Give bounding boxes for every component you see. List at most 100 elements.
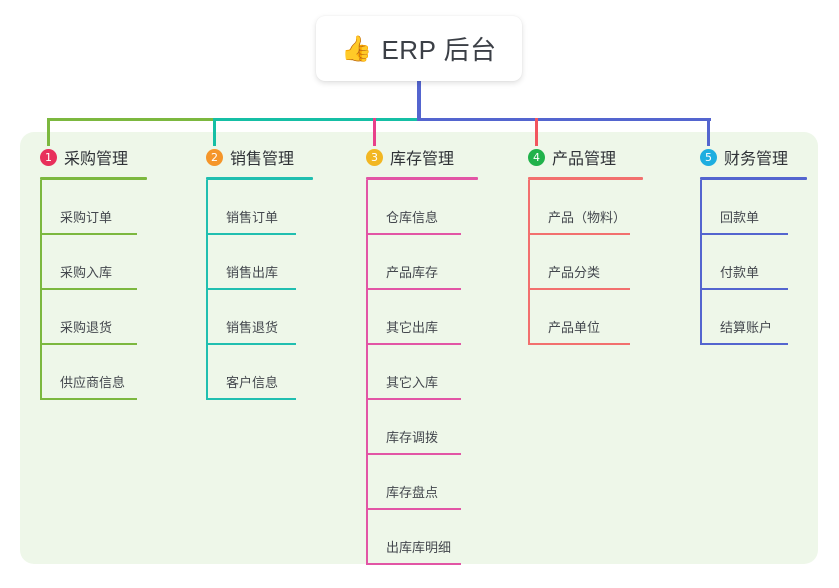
leaf-rule: [206, 398, 296, 400]
leaf-rule: [700, 233, 788, 235]
leaf-item[interactable]: 其它出库: [366, 290, 478, 345]
column-rule-5: [700, 177, 807, 180]
column-title-4: 产品管理: [552, 151, 617, 168]
leaf-rule: [206, 233, 296, 235]
bar-segment-teal: [213, 118, 421, 121]
leaf-label: 产品单位: [548, 320, 601, 335]
leaf-item[interactable]: 产品（物料）: [528, 180, 643, 235]
column-3: 3 库存管理仓库信息产品库存其它出库其它入库库存调拨库存盘点出库库明细: [366, 144, 478, 565]
root-title: ERP 后台: [381, 35, 497, 65]
column-badge-5: 5: [700, 148, 717, 166]
leaf-item[interactable]: 库存调拨: [366, 400, 478, 455]
leaf-list-2: 销售订单销售出库销售退货客户信息: [206, 180, 313, 400]
leaf-label: 回款单: [720, 210, 760, 225]
leaf-rule: [528, 233, 630, 235]
leaf-item[interactable]: 客户信息: [206, 345, 313, 400]
leaf-label: 客户信息: [226, 375, 279, 390]
column-header-2[interactable]: 2 销售管理: [206, 144, 313, 170]
column-2: 2 销售管理销售订单销售出库销售退货客户信息: [206, 144, 313, 400]
diagram-panel: [20, 132, 818, 564]
column-badge-2: 2: [206, 148, 223, 166]
leaf-item[interactable]: 销售出库: [206, 235, 313, 290]
column-badge-3: 3: [366, 148, 383, 166]
leaf-label: 其它出库: [386, 320, 439, 335]
root-node[interactable]: 👍 ERP 后台: [316, 16, 522, 81]
leaf-rule: [206, 288, 296, 290]
leaf-label: 产品库存: [386, 265, 439, 280]
leaf-rule: [206, 343, 296, 345]
column-stub-3: [373, 118, 376, 146]
column-badge-1: 1: [40, 148, 57, 166]
column-header-3[interactable]: 3 库存管理: [366, 144, 478, 170]
leaf-label: 采购订单: [60, 210, 113, 225]
leaf-item[interactable]: 销售退货: [206, 290, 313, 345]
column-rule-2: [206, 177, 313, 180]
leaf-rule: [366, 343, 461, 345]
leaf-label: 销售订单: [226, 210, 279, 225]
column-stub-5: [707, 118, 710, 146]
column-header-4[interactable]: 4 产品管理: [528, 144, 643, 170]
leaf-label: 销售退货: [226, 320, 279, 335]
column-title-1: 采购管理: [64, 151, 129, 168]
leaf-spine-1: [40, 180, 42, 400]
leaf-list-4: 产品（物料） 产品分类产品单位: [528, 180, 643, 345]
leaf-item[interactable]: 结算账户: [700, 290, 807, 345]
column-rule-1: [40, 177, 147, 180]
leaf-item[interactable]: 其它入库: [366, 345, 478, 400]
leaf-item[interactable]: 销售订单: [206, 180, 313, 235]
leaf-label: 销售出库: [226, 265, 279, 280]
leaf-item[interactable]: 库存盘点: [366, 455, 478, 510]
leaf-item[interactable]: 出库库明细: [366, 510, 478, 565]
column-1: 1 采购管理采购订单采购入库采购退货供应商信息: [40, 144, 147, 400]
leaf-rule: [366, 508, 461, 510]
leaf-rule: [700, 343, 788, 345]
column-stub-2: [213, 118, 216, 146]
leaf-rule: [528, 343, 630, 345]
leaf-rule: [40, 343, 137, 345]
leaf-label: 库存调拨: [386, 430, 439, 445]
leaf-spine-2: [206, 180, 208, 400]
column-title-3: 库存管理: [390, 151, 455, 168]
leaf-rule: [366, 398, 461, 400]
leaf-spine-3: [366, 180, 368, 565]
leaf-label: 仓库信息: [386, 210, 439, 225]
root-drop-wire: [417, 81, 421, 121]
leaf-rule: [366, 563, 461, 565]
leaf-label: 结算账户: [720, 320, 773, 335]
leaf-item[interactable]: 供应商信息: [40, 345, 147, 400]
leaf-item[interactable]: 采购订单: [40, 180, 147, 235]
leaf-rule: [528, 288, 630, 290]
leaf-item[interactable]: 付款单: [700, 235, 807, 290]
bar-segment-blue: [417, 118, 711, 121]
column-rule-3: [366, 177, 478, 180]
leaf-label: 供应商信息: [60, 375, 126, 390]
leaf-item[interactable]: 仓库信息: [366, 180, 478, 235]
column-stub-4: [535, 118, 538, 146]
leaf-item[interactable]: 采购入库: [40, 235, 147, 290]
leaf-list-5: 回款单付款单结算账户: [700, 180, 807, 345]
column-header-1[interactable]: 1 采购管理: [40, 144, 147, 170]
leaf-rule: [366, 288, 461, 290]
leaf-rule: [700, 288, 788, 290]
leaf-item[interactable]: 回款单: [700, 180, 807, 235]
leaf-label: 付款单: [720, 265, 760, 280]
column-badge-4: 4: [528, 148, 545, 166]
leaf-spine-5: [700, 180, 702, 345]
leaf-label: 其它入库: [386, 375, 439, 390]
leaf-label: 采购入库: [60, 265, 113, 280]
leaf-rule: [366, 233, 461, 235]
leaf-item[interactable]: 产品库存: [366, 235, 478, 290]
column-stub-1: [47, 118, 50, 146]
bar-segment-green: [47, 118, 215, 121]
column-rule-4: [528, 177, 643, 180]
leaf-item[interactable]: 产品单位: [528, 290, 643, 345]
leaf-label: 出库库明细: [386, 540, 452, 555]
leaf-item[interactable]: 采购退货: [40, 290, 147, 345]
leaf-label: 产品分类: [548, 265, 601, 280]
leaf-item[interactable]: 产品分类: [528, 235, 643, 290]
column-title-2: 销售管理: [230, 151, 295, 168]
leaf-label: 库存盘点: [386, 485, 439, 500]
